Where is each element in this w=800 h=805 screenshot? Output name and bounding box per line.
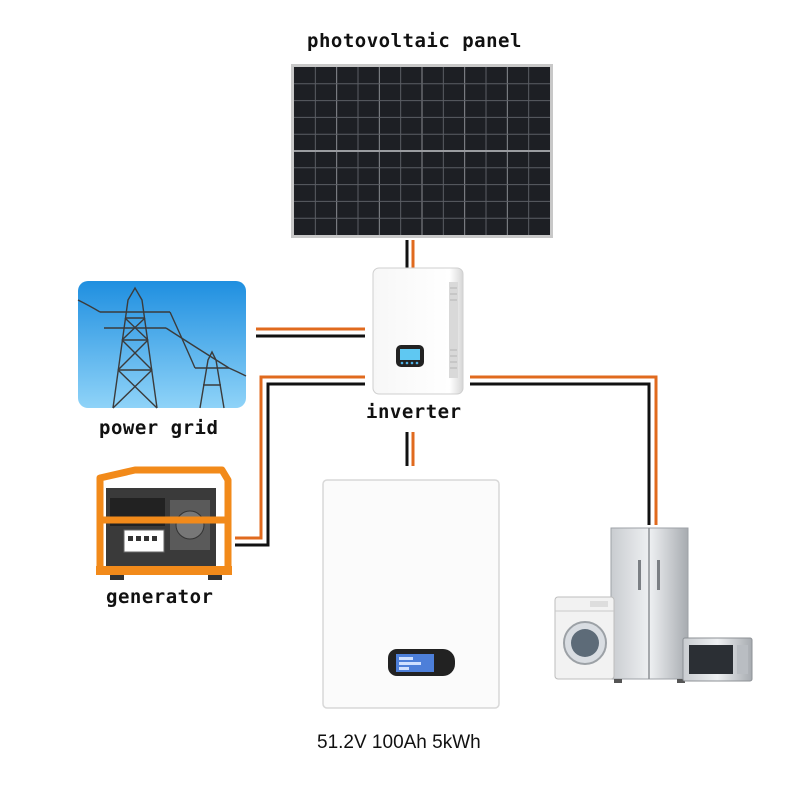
cables bbox=[235, 240, 658, 547]
cable-generator-inverter bbox=[235, 375, 365, 547]
generator-icon bbox=[96, 466, 232, 580]
cable-panel-inverter bbox=[405, 240, 415, 268]
generator-label: generator bbox=[106, 586, 214, 608]
home-appliances-icon bbox=[554, 527, 753, 683]
panel-label: photovoltaic panel bbox=[307, 30, 522, 52]
battery-label: 51.2V 100Ah 5kWh bbox=[317, 732, 481, 753]
inverter-icon bbox=[372, 267, 464, 395]
power-tower-icon bbox=[77, 281, 247, 409]
grid-label: power grid bbox=[99, 417, 219, 439]
battery-icon bbox=[322, 479, 500, 709]
cable-inverter-appliances bbox=[470, 375, 658, 525]
cable-grid-inverter bbox=[256, 327, 365, 338]
solar-panel-icon bbox=[291, 64, 553, 238]
cable-inverter-battery bbox=[405, 432, 415, 466]
inverter-label: inverter bbox=[366, 401, 462, 423]
